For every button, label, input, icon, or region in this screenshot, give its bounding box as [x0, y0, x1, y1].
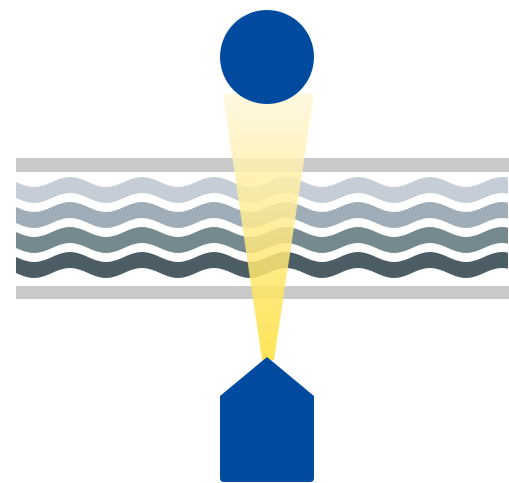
circle-emitter-icon — [220, 10, 314, 104]
